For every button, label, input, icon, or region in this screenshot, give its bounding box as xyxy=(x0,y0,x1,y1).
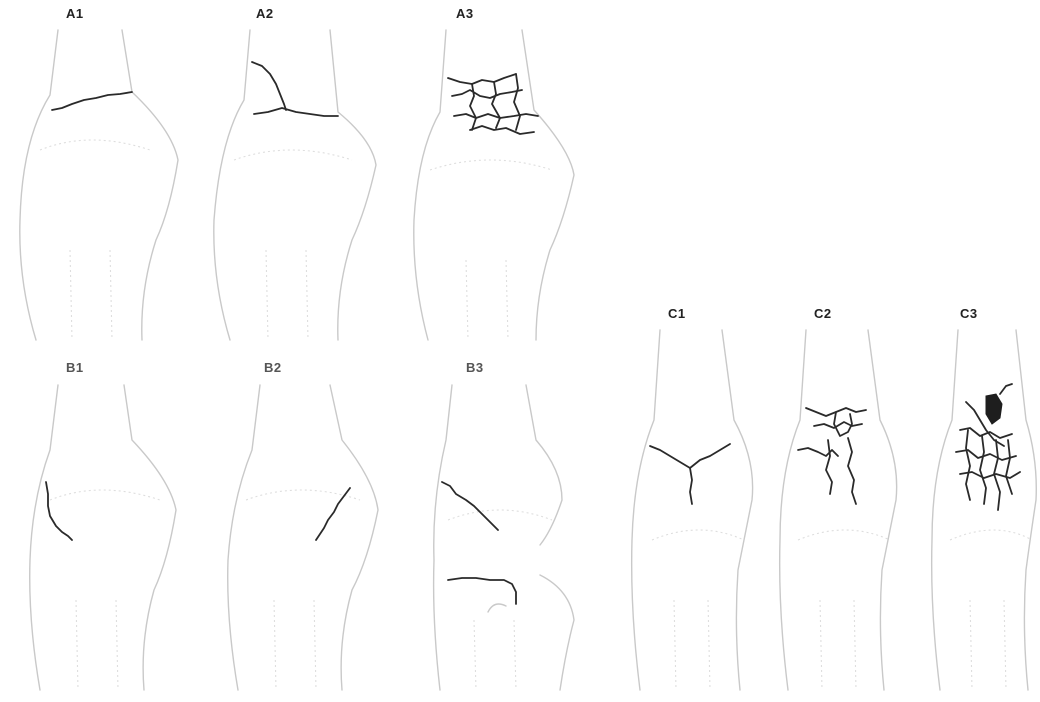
fracture-line-b2 xyxy=(316,488,350,540)
panel-b1-drawing xyxy=(30,385,176,690)
panel-c3-drawing xyxy=(932,330,1037,690)
panel-b2-drawing xyxy=(228,385,378,690)
panel-a1-drawing xyxy=(20,30,178,340)
fracture-line-a3-comminuted xyxy=(448,74,516,84)
fracture-line-c1-transverse xyxy=(650,444,730,468)
fracture-line-c1-vertical xyxy=(690,468,692,504)
panel-b3-drawing xyxy=(434,385,574,690)
panel-c1-drawing xyxy=(632,330,753,690)
fracture-line-b3-upper xyxy=(442,482,498,530)
fracture-line-a2-oblique xyxy=(252,62,286,110)
panel-a3-drawing xyxy=(414,30,574,340)
fracture-line-b1 xyxy=(46,482,72,540)
fracture-fragment-c3 xyxy=(986,394,1002,424)
fracture-line-a2-transverse xyxy=(254,108,338,116)
panel-c2-drawing xyxy=(780,330,897,690)
fracture-line-a1 xyxy=(52,92,132,110)
fracture-line-b3-lower xyxy=(448,578,516,604)
panel-a2-drawing xyxy=(214,30,376,340)
